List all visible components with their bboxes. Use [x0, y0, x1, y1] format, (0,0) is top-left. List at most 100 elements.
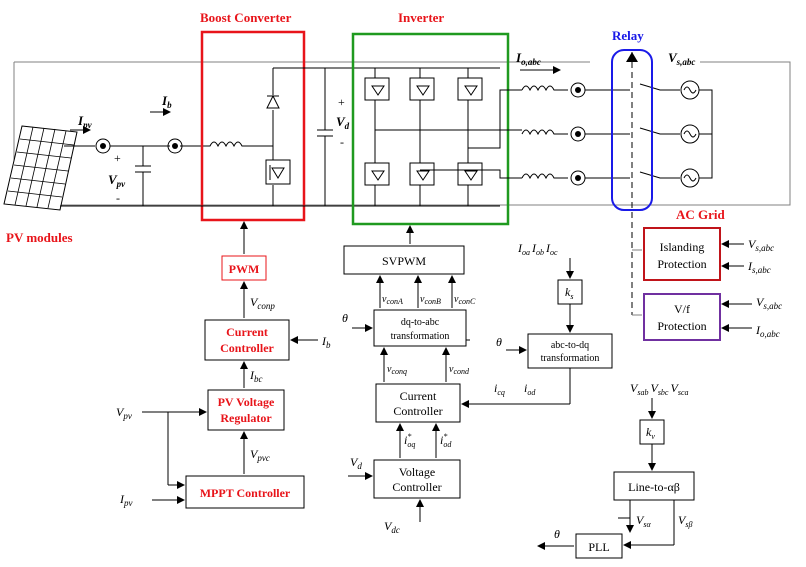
boost-converter-box: [200, 30, 306, 222]
iod-label: iod: [524, 381, 536, 397]
vs-abc-label: Vs,abc: [668, 50, 695, 67]
islanding-label-1: Islanding: [660, 240, 705, 254]
inverter-title: Inverter: [398, 10, 444, 25]
grid-sources-icon: [680, 80, 713, 188]
vs-abc-isl-label: Vs,abc: [748, 237, 774, 253]
ib-label: Ib: [161, 93, 172, 110]
ibc-label: Ibc: [249, 368, 263, 384]
ioq-label: i*oq: [404, 432, 415, 449]
ipv-in-label: Ipv: [119, 492, 133, 508]
line-to-alphabeta-block: [613, 471, 695, 501]
relay-arrow-icon: [626, 52, 638, 62]
ib-sensor-dot: [172, 143, 178, 149]
vconC-label: vconC: [454, 294, 476, 306]
theta2-label: θ: [496, 335, 502, 349]
svpwm-block: [343, 245, 465, 275]
vconB-label: vconB: [420, 294, 441, 306]
abc-dq-label-2: transformation: [541, 353, 600, 364]
pll-label: PLL: [588, 540, 609, 554]
boost-converter-title: Boost Converter: [200, 10, 292, 25]
dc-link-capacitor-icon: [317, 68, 333, 206]
vcond-label: vcond: [449, 364, 470, 376]
line-ab-label: Line-to-αβ: [628, 480, 680, 494]
ib-in-label: Ib: [321, 334, 331, 350]
vconq-label: vconq: [387, 364, 407, 376]
vconA-label: vconA: [382, 294, 403, 306]
vpv-minus: -: [116, 191, 120, 205]
pvr-label-1: PV Voltage: [218, 395, 275, 409]
theta-out-label: θ: [554, 527, 560, 541]
io-abc-label: Io,abc: [515, 50, 541, 67]
is-abc-label: Is,abc: [747, 259, 771, 275]
pll-block: [575, 533, 623, 559]
vd-in-label: Vd: [350, 455, 362, 471]
inv-cc-label-2: Controller: [393, 404, 442, 418]
io-sensors-icon: [570, 82, 586, 186]
valpha-label: Vsα: [636, 513, 651, 529]
voltage-controller-block: [373, 459, 461, 499]
vf-protection-block: [643, 293, 721, 341]
ib-sensor-icon: [167, 138, 183, 154]
abc-to-dq-block: [527, 333, 613, 369]
vf-label-2: Protection: [657, 319, 706, 333]
relay-box: [611, 49, 653, 211]
output-inductors-icon: [521, 85, 568, 180]
inverter-switches: [364, 68, 483, 206]
ac-grid-label: AC Grid: [676, 207, 726, 222]
current-controller-block: [204, 319, 290, 361]
vpvc-label: Vpvc: [250, 447, 270, 463]
boost-inductor-icon: [205, 141, 273, 148]
pv-array-icon: [3, 125, 78, 211]
ks-label: ks: [565, 285, 573, 301]
kv-label: kv: [646, 425, 655, 441]
inv-cc-label-1: Current: [400, 389, 437, 403]
pv-voltage-regulator-block: [207, 389, 285, 431]
ipv-sensor-dot: [100, 143, 106, 149]
vconp-label: Vconp: [250, 295, 275, 311]
mppt-controller-block: [185, 475, 305, 509]
vd-plus: +: [338, 95, 345, 109]
pwm-block: [221, 255, 267, 281]
pvr-label-2: Regulator: [220, 411, 272, 425]
relay-contacts: [585, 83, 680, 179]
abc-dq-label-1: abc-to-dq: [551, 340, 589, 351]
cc-label-2: Controller: [220, 341, 274, 355]
relay-title: Relay: [612, 28, 644, 43]
islanding-label-2: Protection: [657, 257, 706, 271]
vdc-label: Vdc: [384, 519, 400, 535]
inverter-phase-lines: [375, 89, 522, 179]
dq-abc-label-1: dq-to-abc: [401, 317, 440, 328]
islanding-protection-block: [643, 227, 721, 281]
pwm-label: PWM: [229, 262, 260, 276]
icq-label: icq: [494, 381, 505, 397]
vs-abc-vf-label: Vs,abc: [756, 295, 782, 311]
relay-dashed-branches: [632, 249, 642, 316]
vpv-line: [142, 411, 169, 485]
io-abc-vf-label: Io,abc: [755, 323, 780, 339]
pv-modules-label: PV modules: [6, 230, 73, 245]
cc-label-1: Current: [226, 325, 268, 339]
iod-star-label: i*od: [440, 432, 452, 449]
dq-abc-label-2: transformation: [391, 331, 450, 342]
vc-label-2: Controller: [392, 480, 441, 494]
input-capacitor-icon: [135, 146, 151, 206]
inverter-current-controller-block: [375, 383, 461, 423]
vd-label: Vd: [336, 114, 350, 131]
vd-minus: -: [340, 135, 344, 149]
vf-label-1: V/f: [674, 302, 690, 316]
theta1-label: θ: [342, 311, 348, 325]
vpv-plus: +: [114, 151, 121, 165]
inverter-box: [351, 32, 510, 226]
vpv-in-label: Vpv: [116, 405, 132, 421]
mppt-label: MPPT Controller: [200, 486, 291, 500]
boost-diode-icon: [266, 94, 280, 109]
dc-bus-left: [60, 145, 205, 207]
ipv-label: Ipv: [77, 113, 93, 130]
vc-label-1: Voltage: [399, 465, 435, 479]
boost-leg: [272, 67, 360, 206]
svpwm-label: SVPWM: [382, 254, 426, 268]
dq-to-abc-block: [373, 309, 467, 347]
